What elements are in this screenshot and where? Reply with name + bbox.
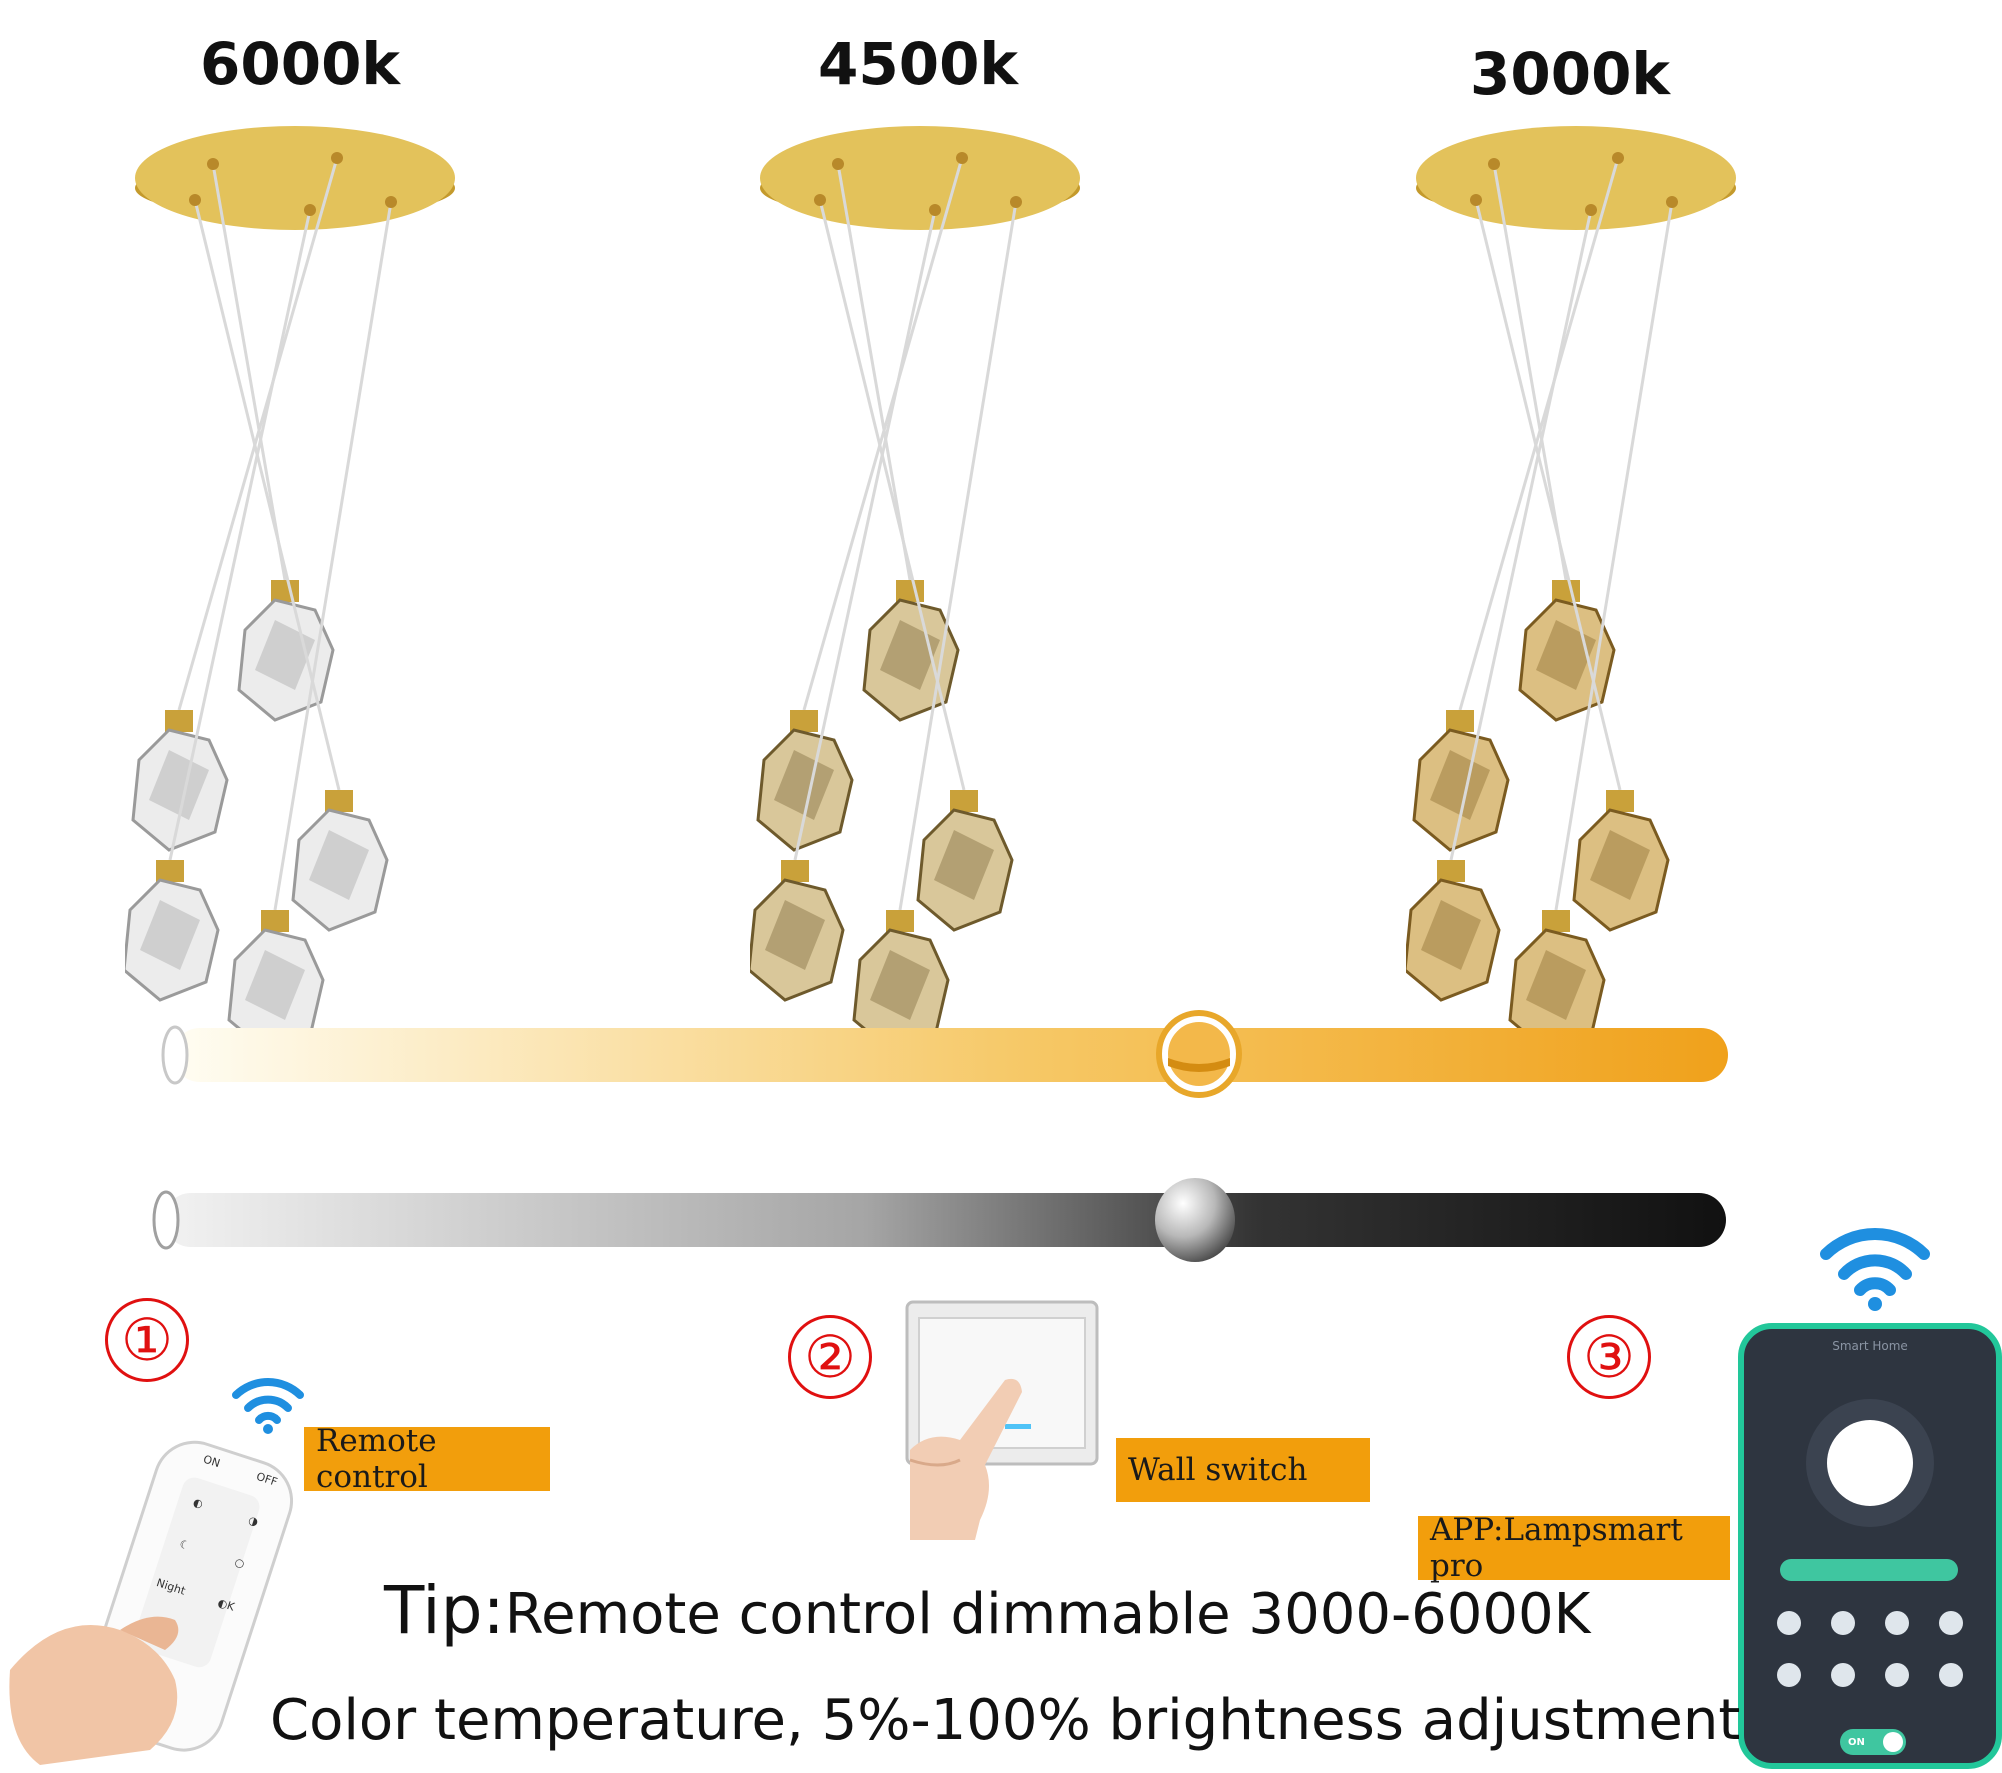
crystal-pendant	[916, 808, 1014, 932]
control-number-3: ③	[1567, 1315, 1651, 1399]
color-temperature-slider[interactable]	[155, 1020, 1740, 1090]
temp-label-3000k: 3000k	[1470, 40, 1670, 108]
app-scene-buttons	[1762, 1611, 1978, 1687]
crystal-pendant	[1403, 878, 1501, 1002]
crystal-pendant	[227, 928, 325, 1052]
control-number-2: ②	[788, 1315, 872, 1399]
app-power-toggle[interactable]: ON	[1840, 1729, 1906, 1755]
app-scene-button[interactable]	[1777, 1663, 1801, 1687]
app-scene-button[interactable]	[1939, 1611, 1963, 1635]
pendant-light-3000k	[1403, 110, 1746, 1052]
app-scene-button[interactable]	[1831, 1611, 1855, 1635]
control-number-1: ①	[105, 1298, 189, 1382]
pendant-light-6000k	[122, 110, 465, 1052]
pendant-light-4500k	[747, 110, 1090, 1052]
app-header: Smart Home	[1832, 1339, 1908, 1353]
tip-line-2: Color temperature, 5%-100% brightness ad…	[270, 1688, 1741, 1753]
brightness-slider[interactable]	[150, 1185, 1740, 1255]
tip-line-1: Tip:Remote control dimmable 3000-6000K	[384, 1572, 1590, 1649]
crystal-pendant	[862, 598, 960, 722]
temp-label-4500k: 4500k	[818, 30, 1018, 98]
color-temperature-knob[interactable]	[1154, 1008, 1244, 1100]
app-scene-button[interactable]	[1885, 1611, 1909, 1635]
crystal-pendant	[747, 878, 845, 1002]
brightness-track	[164, 1193, 1726, 1247]
crystal-pendant	[1412, 728, 1510, 852]
ceiling-canopy	[135, 126, 455, 230]
tip-lead: Tip:	[384, 1572, 505, 1649]
remote-control-badge: Remote control	[304, 1423, 550, 1495]
ceiling-canopy	[760, 126, 1080, 230]
app-scene-button[interactable]	[1885, 1663, 1909, 1687]
remote-key: ☾	[177, 1537, 192, 1553]
temp-label-6000k: 6000k	[200, 30, 400, 98]
crystal-pendant	[291, 808, 389, 932]
app-dial[interactable]	[1806, 1399, 1934, 1527]
app-wifi-icon	[1816, 1222, 1934, 1312]
ceiling-canopy	[1416, 126, 1736, 230]
app-badge: APP:Lampsmart pro	[1418, 1512, 1730, 1584]
crystal-pendant	[1518, 598, 1616, 722]
remote-control-in-hand	[0, 1420, 300, 1769]
remote-key: ◐	[191, 1495, 205, 1511]
crystal-pendant	[1508, 928, 1606, 1052]
finger-pressing-switch	[900, 1370, 1040, 1540]
crystal-pendant	[131, 728, 229, 852]
app-toggle-label: ON	[1848, 1736, 1865, 1748]
crystal-pendant	[1572, 808, 1670, 932]
color-temperature-track	[173, 1028, 1728, 1082]
smartphone-app: Smart Home ON	[1738, 1323, 2002, 1769]
app-scene-button[interactable]	[1777, 1611, 1801, 1635]
app-scene-button[interactable]	[1939, 1663, 1963, 1687]
remote-wifi-icon	[228, 1373, 308, 1435]
crystal-pendant	[852, 928, 950, 1052]
brightness-knob[interactable]	[1153, 1176, 1237, 1264]
app-brightness-bar[interactable]	[1780, 1559, 1958, 1581]
wall-switch-badge: Wall switch	[1116, 1438, 1370, 1502]
crystal-pendant	[237, 598, 335, 722]
crystal-pendant	[756, 728, 854, 852]
wall-switch	[905, 1300, 1100, 1468]
app-scene-button[interactable]	[1831, 1663, 1855, 1687]
crystal-pendant	[122, 878, 220, 1002]
tip-line-1-text: Remote control dimmable 3000-6000K	[504, 1582, 1591, 1647]
